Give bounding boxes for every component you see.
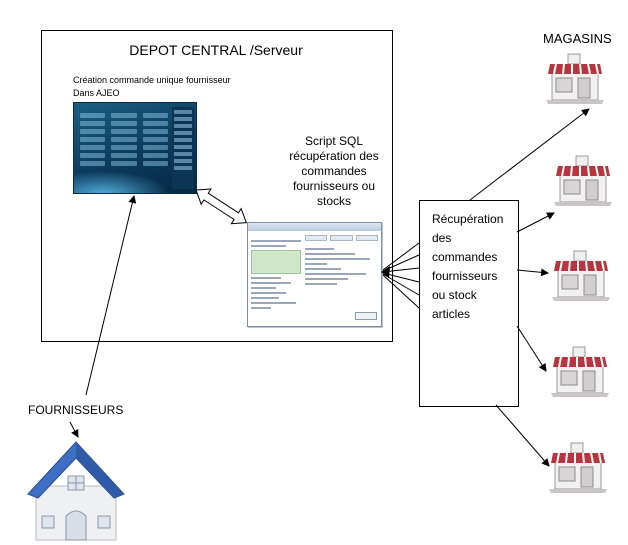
script-sql-note: Script SQL récupération des commandes fo… xyxy=(282,134,386,209)
script-note-line: récupération des xyxy=(289,149,379,163)
ajeo-caption-line-1: Création commande unique fournisseur xyxy=(73,75,231,85)
central-depot-title: DEPOT CENTRAL /Serveur xyxy=(129,42,303,58)
recuperation-box xyxy=(419,200,519,407)
arrow-fournisseurs-to-ajeo xyxy=(85,195,137,396)
store-awning-icon xyxy=(546,53,604,104)
double-arrow-icon xyxy=(195,188,248,225)
supplier-house-icon xyxy=(27,441,125,541)
store-awning-icon xyxy=(549,442,607,493)
recup-line: fournisseurs xyxy=(432,269,498,283)
recup-line: ou stock xyxy=(432,288,477,302)
script-note-line: fournisseurs ou xyxy=(292,179,376,193)
script-window-screenshot xyxy=(247,222,382,327)
recup-line: Récupération xyxy=(432,212,504,226)
arrow-to-store-1 xyxy=(469,108,590,201)
arrow-to-store-4 xyxy=(516,325,547,372)
recup-line: des xyxy=(432,231,452,245)
store-awning-icon xyxy=(552,250,610,301)
fournisseurs-label: FOURNISSEURS xyxy=(28,403,124,417)
magasins-label: MAGASINS xyxy=(543,31,612,46)
ajeo-app-screenshot xyxy=(73,102,197,194)
store-awning-icon xyxy=(551,346,609,397)
arrow-to-store-5 xyxy=(495,404,550,467)
arrowhead-to-window xyxy=(381,266,390,278)
recuperation-text: Récupération des commandes fournisseurs … xyxy=(432,210,514,324)
arrow-to-store-2 xyxy=(516,212,555,233)
link-recup-to-window xyxy=(382,274,420,309)
arrow-to-store-3 xyxy=(516,268,549,277)
recup-line: commandes xyxy=(432,250,498,264)
recup-line: articles xyxy=(432,307,471,321)
script-note-line: Script SQL xyxy=(304,134,364,148)
arrow-label-to-house xyxy=(69,421,79,438)
link-recup-to-window xyxy=(382,242,420,271)
ajeo-caption-line-2: Dans AJEO xyxy=(73,88,120,98)
store-awning-icon xyxy=(554,155,612,206)
script-note-line: commandes xyxy=(301,164,367,178)
script-note-line: stocks xyxy=(316,194,351,208)
